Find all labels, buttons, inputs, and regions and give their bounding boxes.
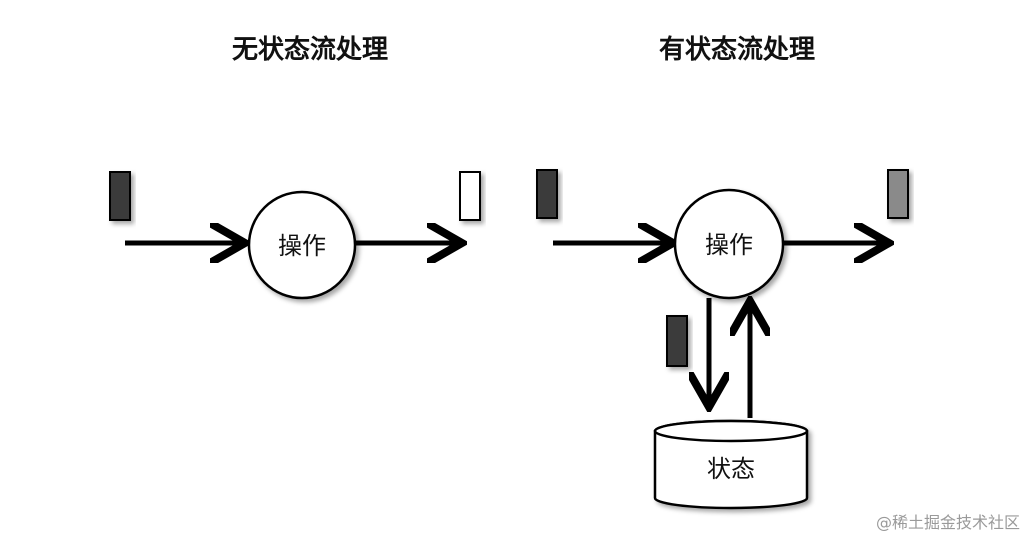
output-event-block — [887, 169, 909, 219]
operator-label: 操作 — [278, 232, 326, 260]
stateful-title: 有状态流处理 — [659, 34, 815, 65]
stateless-title: 无状态流处理 — [232, 34, 388, 65]
state-write-event-block — [666, 315, 688, 367]
state-label: 状态 — [707, 455, 755, 483]
stateful-section: 有状态流处理 操作 状态 — [536, 34, 909, 510]
watermark-text: @稀土掘金技术社区 — [876, 513, 1020, 532]
input-event-block — [109, 171, 131, 221]
stateless-section: 无状态流处理 操作 — [109, 34, 481, 300]
output-event-block — [459, 171, 481, 221]
input-event-block — [536, 169, 558, 219]
operator-label: 操作 — [705, 231, 753, 259]
state-store — [653, 419, 809, 510]
